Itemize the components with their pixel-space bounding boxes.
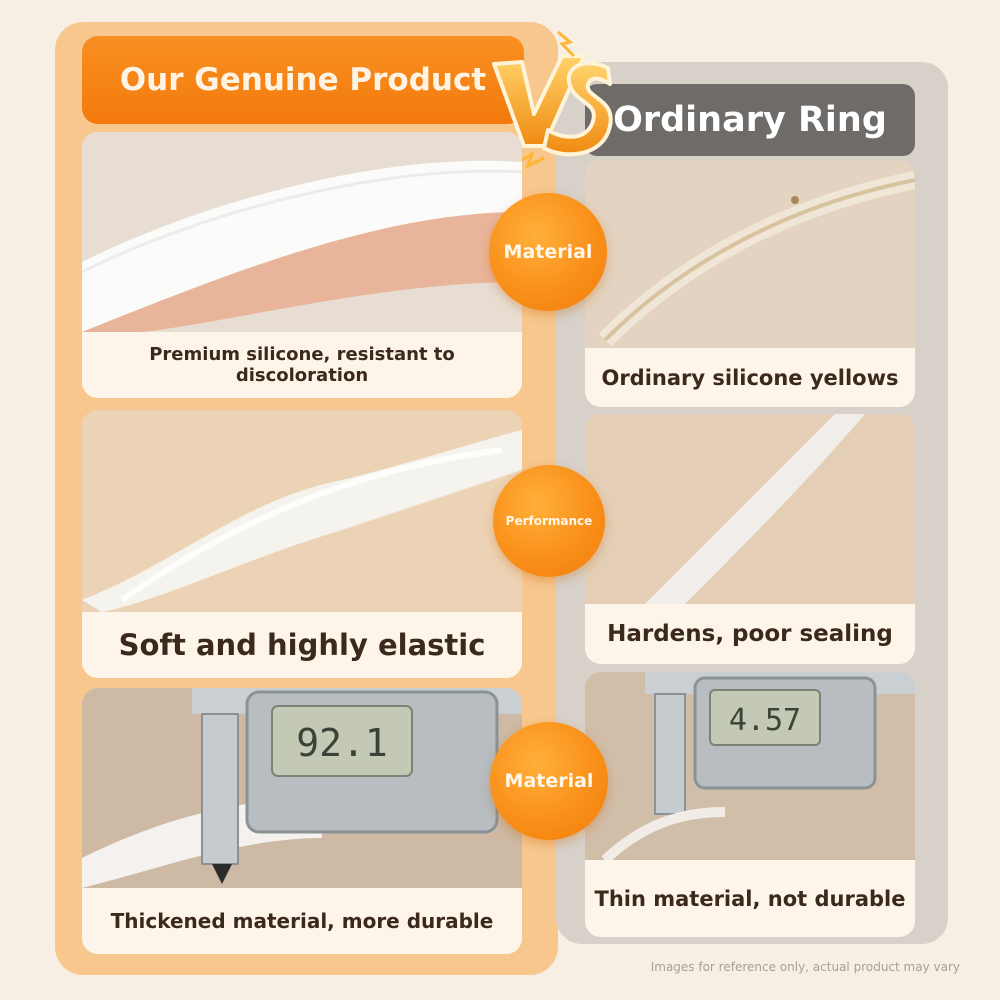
badge-material-2: Material xyxy=(490,722,608,840)
ordinary-title: Ordinary Ring xyxy=(613,100,887,140)
caliper-reading-ordinary: 4.57 xyxy=(729,703,801,738)
caliper-reading-genuine: 92.1 xyxy=(296,721,388,765)
white-ring-photo xyxy=(82,132,522,332)
genuine-card-thickness: 92.1 Thickened material, more durable xyxy=(82,688,522,954)
ordinary-caption-3: Thin material, not durable xyxy=(585,860,915,937)
genuine-card-performance: Soft and highly elastic xyxy=(82,410,522,678)
genuine-header: Our Genuine Product xyxy=(82,36,524,124)
genuine-card-material: Premium silicone, resistant to discolora… xyxy=(82,132,522,398)
ordinary-card-material: Ordinary silicone yellows xyxy=(585,160,915,407)
genuine-caption-3: Thickened material, more durable xyxy=(82,888,522,954)
badge-material-1: Material xyxy=(489,193,607,311)
disclaimer-footnote: Images for reference only, actual produc… xyxy=(650,960,960,974)
caliper-photo-ordinary: 4.57 xyxy=(585,672,915,860)
ordinary-card-thickness: 4.57 Thin material, not durable xyxy=(585,672,915,937)
ordinary-header: Ordinary Ring xyxy=(585,84,915,156)
genuine-title: Our Genuine Product xyxy=(119,62,487,98)
vs-label: VS xyxy=(488,26,490,27)
genuine-caption-2: Soft and highly elastic xyxy=(82,612,522,678)
yellowed-ring-photo xyxy=(585,160,915,348)
hardened-ring-photo xyxy=(585,414,915,604)
badge-performance: Performance xyxy=(493,465,605,577)
caliper-photo-genuine: 92.1 xyxy=(82,688,522,888)
ordinary-caption-2: Hardens, poor sealing xyxy=(585,604,915,664)
twisted-ring-photo xyxy=(82,410,522,612)
genuine-caption-1: Premium silicone, resistant to discolora… xyxy=(82,332,522,398)
ordinary-caption-1: Ordinary silicone yellows xyxy=(585,348,915,407)
ordinary-card-performance: Hardens, poor sealing xyxy=(585,414,915,664)
vs-lightning-icon: VS xyxy=(488,26,613,169)
